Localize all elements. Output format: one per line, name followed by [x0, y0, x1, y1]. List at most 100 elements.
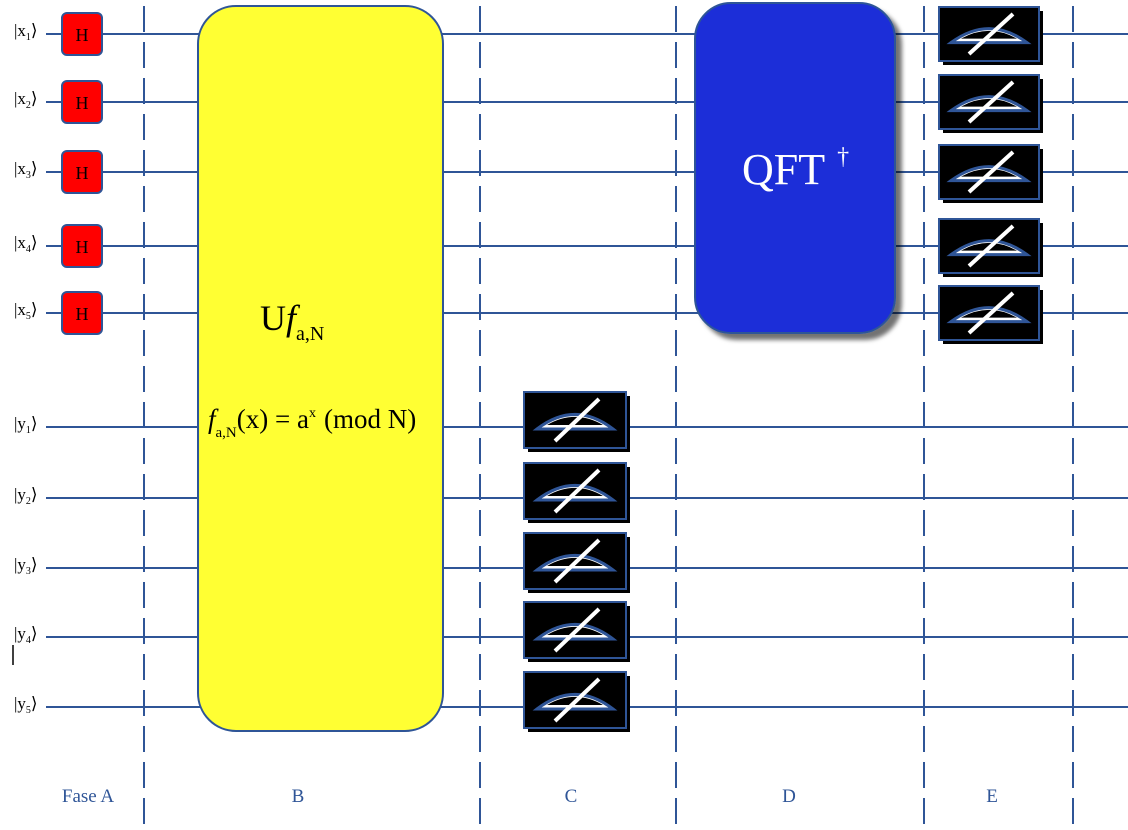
- meter-needle: [553, 468, 601, 514]
- oracle-gate: Ufa,N fa,N(x) = ax(mod N): [197, 5, 444, 732]
- qft-dagger-gate: QFT †: [694, 2, 896, 334]
- hadamard-label: H: [76, 93, 89, 113]
- ket-index: 2: [26, 496, 31, 507]
- ket-open: |: [14, 414, 17, 433]
- oracle-name-u: U: [260, 298, 286, 338]
- meter-needle: [967, 12, 1015, 56]
- ket-open: |: [14, 233, 17, 252]
- ket-close: ⟩: [31, 21, 38, 40]
- qft-box: [694, 2, 896, 334]
- ket-label-y3: |y3⟩: [14, 555, 38, 577]
- hadamard-label: H: [76, 237, 89, 257]
- meter-needle: [553, 397, 601, 443]
- ket-close: ⟩: [31, 159, 38, 178]
- ket-open: |: [14, 21, 17, 40]
- meter-x5: [938, 285, 1043, 344]
- ket-open: |: [14, 555, 17, 574]
- ket-open: |: [14, 694, 17, 713]
- oracle-eq-sup: x: [309, 406, 316, 421]
- ket-open: |: [14, 624, 17, 643]
- hadamard-gate-x2: H: [61, 80, 103, 124]
- qft-label-text: QFT: [742, 145, 825, 194]
- oracle-equation: fa,N(x) = ax (mod N): [208, 404, 416, 441]
- ket-label-y2: |y2⟩: [14, 485, 38, 507]
- meter-needle: [967, 291, 1015, 335]
- measurement-meters: [523, 6, 1043, 732]
- ket-close: ⟩: [31, 624, 38, 643]
- ket-close: ⟩: [31, 300, 38, 319]
- hadamard-gates: H H H H H: [61, 12, 103, 335]
- hadamard-gate-x3: H: [61, 150, 103, 194]
- ket-letter: y: [17, 485, 26, 504]
- ket-letter: x: [17, 21, 26, 40]
- ket-label-y5: |y5⟩: [14, 694, 38, 716]
- ket-index: 1: [26, 32, 31, 43]
- ket-label-x2: |x2⟩: [14, 89, 38, 111]
- hadamard-box: [61, 12, 103, 56]
- ket-index: 3: [26, 170, 31, 181]
- ket-close: ⟩: [31, 89, 38, 108]
- ket-close: ⟩: [31, 414, 38, 433]
- ket-letter: x: [17, 89, 26, 108]
- phase-label-1: Fase A: [62, 786, 115, 807]
- oracle-eq-sub: a,N: [216, 425, 237, 441]
- meter-needle: [553, 677, 601, 723]
- oracle-eq-mid: (x) = a: [237, 404, 309, 434]
- qft-dagger: †: [837, 144, 849, 170]
- ket-index: 2: [26, 100, 31, 111]
- hadamard-box: [61, 80, 103, 124]
- ket-close: ⟩: [31, 233, 38, 252]
- oracle-eq-f: f: [208, 404, 219, 434]
- ket-index: 5: [26, 311, 31, 322]
- ket-letter: x: [17, 159, 26, 178]
- ket-letter: y: [17, 694, 26, 713]
- oracle-name: Ufa,N: [260, 298, 324, 345]
- meter-needle: [553, 538, 601, 584]
- phase-label-3: C: [565, 786, 578, 807]
- meter-needle: [967, 80, 1015, 124]
- hadamard-gate-x1: H: [61, 12, 103, 56]
- ket-label-x5: |x5⟩: [14, 300, 38, 322]
- oracle-eq-end: (mod N): [324, 404, 416, 434]
- ket-label-y1: |y1⟩: [14, 414, 38, 436]
- phase-dividers: [143, 6, 1074, 830]
- ket-open: |: [14, 300, 17, 319]
- meter-x3: [938, 144, 1043, 203]
- ket-open: |: [14, 89, 17, 108]
- ket-index: 5: [26, 705, 31, 716]
- meter-box: [938, 144, 1040, 200]
- meter-y5: [523, 671, 630, 732]
- hadamard-box: [61, 224, 103, 268]
- oracle-box: [197, 5, 444, 732]
- ket-index: 3: [26, 566, 31, 577]
- ket-index: 4: [26, 244, 31, 255]
- meter-x2: [938, 74, 1043, 133]
- meter-y2: [523, 462, 630, 523]
- hadamard-label: H: [76, 304, 89, 324]
- phase-label-4: D: [782, 786, 796, 807]
- meter-x1: [938, 6, 1043, 65]
- oracle-name-sub: a,N: [296, 323, 324, 345]
- ket-label-x3: |x3⟩: [14, 159, 38, 181]
- ket-close: ⟩: [31, 694, 38, 713]
- meter-y4: [523, 601, 630, 662]
- meter-needle: [553, 607, 601, 653]
- meter-needle: [967, 224, 1015, 268]
- hadamard-label: H: [76, 163, 89, 183]
- qft-label: QFT †: [742, 144, 849, 194]
- meter-x4: [938, 218, 1043, 277]
- ket-open: |: [14, 159, 17, 178]
- ket-letter: x: [17, 233, 26, 252]
- phase-label-5: E: [986, 786, 998, 807]
- hadamard-label: H: [76, 25, 89, 45]
- ket-close: ⟩: [31, 485, 38, 504]
- ket-labels: |x1⟩|x2⟩|x3⟩|x4⟩|x5⟩|y1⟩|y2⟩|y3⟩|y4⟩|y5⟩: [14, 21, 38, 716]
- hadamard-gate-x4: H: [61, 224, 103, 268]
- ket-letter: y: [17, 624, 26, 643]
- ket-open: |: [14, 485, 17, 504]
- meter-y3: [523, 532, 630, 593]
- hadamard-gate-x5: H: [61, 291, 103, 335]
- meter-needle: [967, 150, 1015, 194]
- ket-label-x1: |x1⟩: [14, 21, 38, 43]
